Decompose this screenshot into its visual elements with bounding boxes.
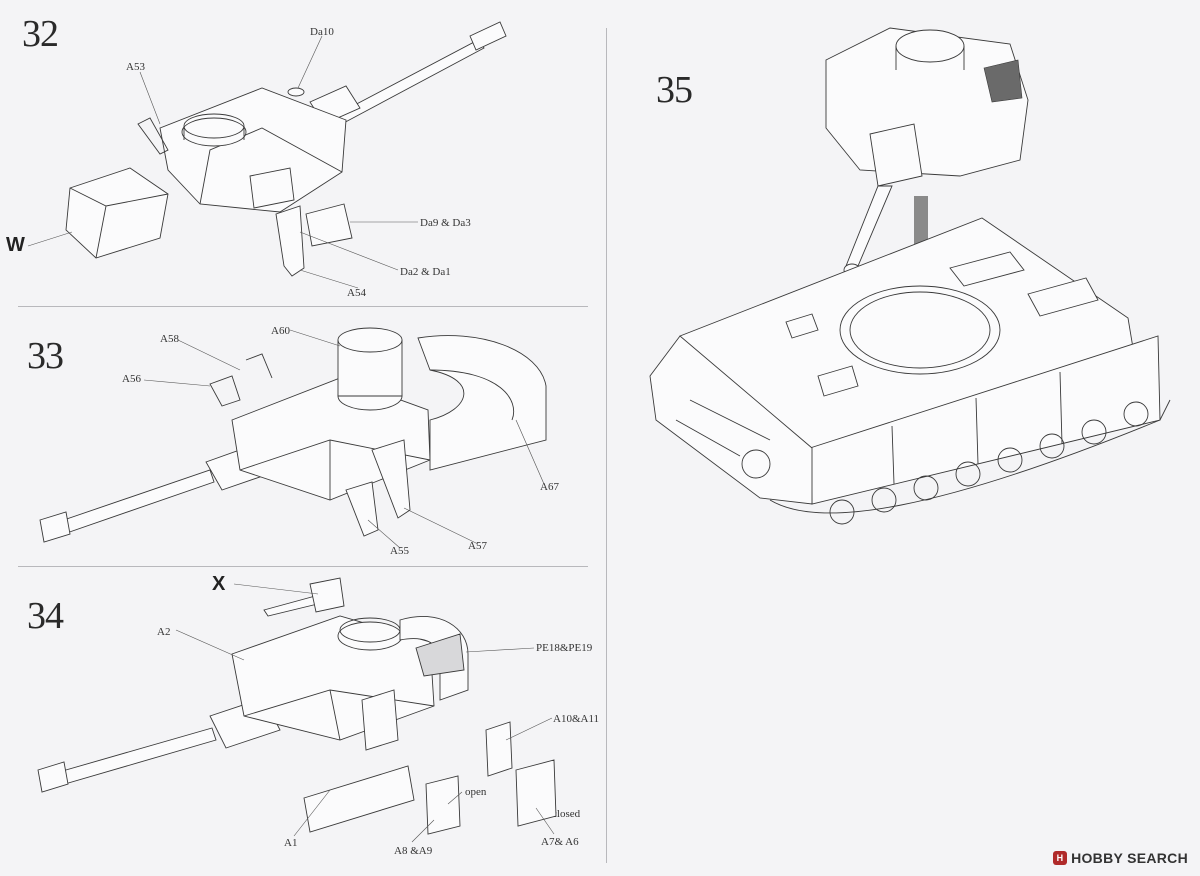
step32-turret xyxy=(27,21,507,289)
step34-turret xyxy=(37,577,557,843)
horizontal-divider-33-34 xyxy=(18,566,588,567)
step35-tank xyxy=(649,27,1171,525)
label-a54: A54 xyxy=(347,287,366,299)
step-number-35: 35 xyxy=(656,69,693,111)
label-pe18-pe19: PE18&PE19 xyxy=(536,642,593,654)
step-number-33: 33 xyxy=(27,335,64,377)
label-a8-a9: A8 &A9 xyxy=(394,845,433,857)
label-a67: A67 xyxy=(540,481,559,493)
label-a1: A1 xyxy=(284,837,298,849)
label-a55: A55 xyxy=(390,545,409,557)
watermark: H HOBBY SEARCH xyxy=(1053,850,1188,866)
label-da9-da3: Da9 & Da3 xyxy=(420,217,471,229)
vertical-divider xyxy=(606,28,607,863)
label-a56: A56 xyxy=(122,373,141,385)
marker-w: W xyxy=(6,234,25,256)
step33-turret xyxy=(39,327,547,549)
step-number-32: 32 xyxy=(22,13,59,55)
watermark-text: HOBBY SEARCH xyxy=(1071,850,1188,866)
horizontal-divider-32-33 xyxy=(18,306,588,307)
label-open: open xyxy=(465,786,487,798)
marker-x: X xyxy=(212,573,226,595)
label-a60: A60 xyxy=(271,325,290,337)
label-a53: A53 xyxy=(126,61,145,73)
step-number-34: 34 xyxy=(27,595,64,637)
label-a10-a11: A10&A11 xyxy=(553,713,600,725)
label-da10: Da10 xyxy=(310,26,334,38)
label-a58: A58 xyxy=(160,333,179,345)
hobby-search-logo-icon: H xyxy=(1053,851,1068,865)
label-a2: A2 xyxy=(157,626,171,638)
label-closed: closed xyxy=(552,808,581,820)
label-a57: A57 xyxy=(468,540,487,552)
label-a7-a6: A7& A6 xyxy=(541,836,579,848)
label-da2-da1: Da2 & Da1 xyxy=(400,266,451,278)
